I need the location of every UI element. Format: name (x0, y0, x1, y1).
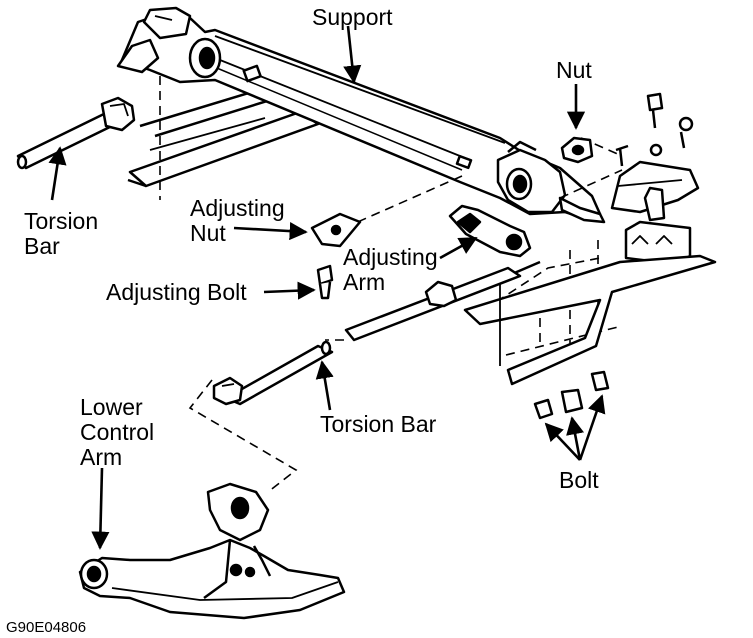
torsion-bar-lower (212, 266, 522, 406)
label-lower-control-arm-line1: Lower (80, 394, 143, 420)
adjusting-arm (448, 204, 532, 258)
bolts-lower (533, 370, 610, 420)
alignment-lines (159, 76, 623, 493)
frame-bracket (560, 92, 700, 266)
label-support: Support (312, 4, 393, 30)
label-lower-control-arm-line3: Arm (80, 444, 123, 470)
support-crossmember (116, 6, 606, 224)
label-torsion-bar-lower: Torsion Bar (320, 411, 437, 437)
label-adjusting-bolt: Adjusting Bolt (106, 279, 247, 305)
torsion-bar-upper (16, 96, 136, 170)
label-nut: Nut (556, 57, 592, 83)
frame-rail (463, 254, 717, 386)
label-lower-control-arm-line2: Control (80, 419, 155, 445)
label-torsion-bar-upper-line2: Bar (24, 233, 60, 259)
adjusting-nut-part (310, 212, 362, 248)
lower-control-arm-part (78, 482, 346, 620)
label-torsion-bar-upper-line1: Torsion (24, 208, 99, 234)
adjusting-bolt-part (316, 264, 334, 300)
figure-code: G90E04806 (6, 619, 87, 636)
label-adjusting-nut-line2: Nut (190, 220, 226, 246)
label-adjusting-arm-line1: Adjusting (343, 244, 438, 270)
label-bolt: Bolt (559, 467, 599, 493)
label-adjusting-arm-line2: Arm (343, 269, 386, 295)
leader-arrows (48, 25, 606, 550)
label-adjusting-nut-line1: Adjusting (190, 195, 285, 221)
